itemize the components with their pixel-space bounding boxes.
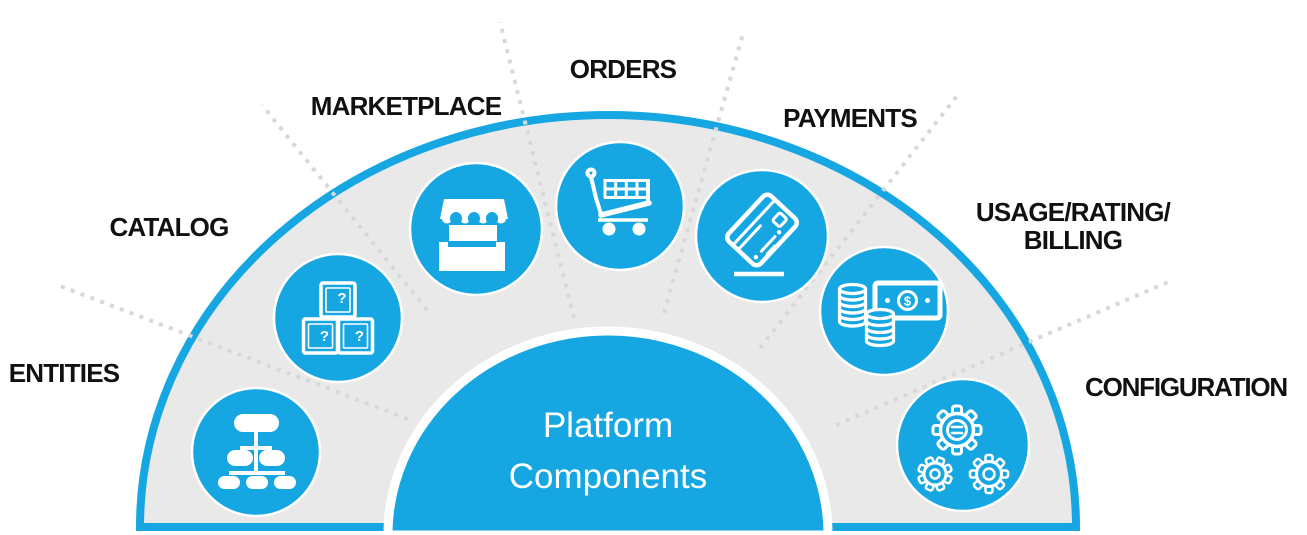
payments-circle bbox=[694, 168, 830, 304]
gears-icon bbox=[917, 404, 1010, 495]
orders-circle bbox=[554, 140, 686, 272]
label-marketplace: MARKETPLACE bbox=[310, 91, 502, 121]
label-configuration: CONFIGURATION bbox=[1084, 372, 1288, 402]
label-usage-rating-billing: USAGE/RATING/ BILLING bbox=[975, 197, 1171, 255]
shopping-cart-icon bbox=[585, 167, 652, 236]
market-stall-icon bbox=[439, 199, 508, 271]
svg-text:?: ? bbox=[355, 328, 364, 345]
coins-banknote-icon: $ bbox=[837, 280, 943, 348]
segment-usage-rating-billing: $ bbox=[818, 245, 950, 377]
divider-line-orders-marketplace bbox=[498, 21, 576, 319]
divider-line-marketplace-catalog bbox=[260, 103, 429, 312]
segment-configuration bbox=[895, 377, 1031, 513]
svg-text:?: ? bbox=[320, 328, 329, 345]
divider-line-usage-payments bbox=[758, 90, 962, 350]
divider-lines bbox=[54, 21, 1174, 427]
center-title-line1: Platform bbox=[542, 406, 674, 445]
label-payments: PAYMENTS bbox=[783, 103, 918, 133]
center-title: Platform Components bbox=[509, 400, 707, 502]
center-title-line2: Components bbox=[508, 457, 708, 496]
segment-catalog: ? ? ? bbox=[272, 252, 404, 384]
svg-text:$: $ bbox=[904, 294, 912, 309]
segment-marketplace bbox=[408, 161, 544, 297]
segment-orders bbox=[554, 140, 686, 272]
segment-entities bbox=[190, 386, 322, 518]
center-semicircle bbox=[383, 326, 833, 535]
mystery-boxes-icon: ? ? ? bbox=[301, 281, 375, 355]
label-entities: ENTITIES bbox=[8, 358, 120, 388]
outer-dome bbox=[135, 111, 1081, 531]
divider-line-config-usage bbox=[835, 278, 1174, 427]
svg-text:?: ? bbox=[337, 290, 346, 307]
label-orders: ORDERS bbox=[569, 54, 677, 84]
segment-payments bbox=[694, 168, 830, 304]
org-chart-icon bbox=[218, 414, 296, 489]
label-catalog: CATALOG bbox=[109, 212, 229, 242]
divider-line-payments-orders bbox=[662, 29, 746, 314]
credit-card-icon bbox=[724, 192, 800, 277]
